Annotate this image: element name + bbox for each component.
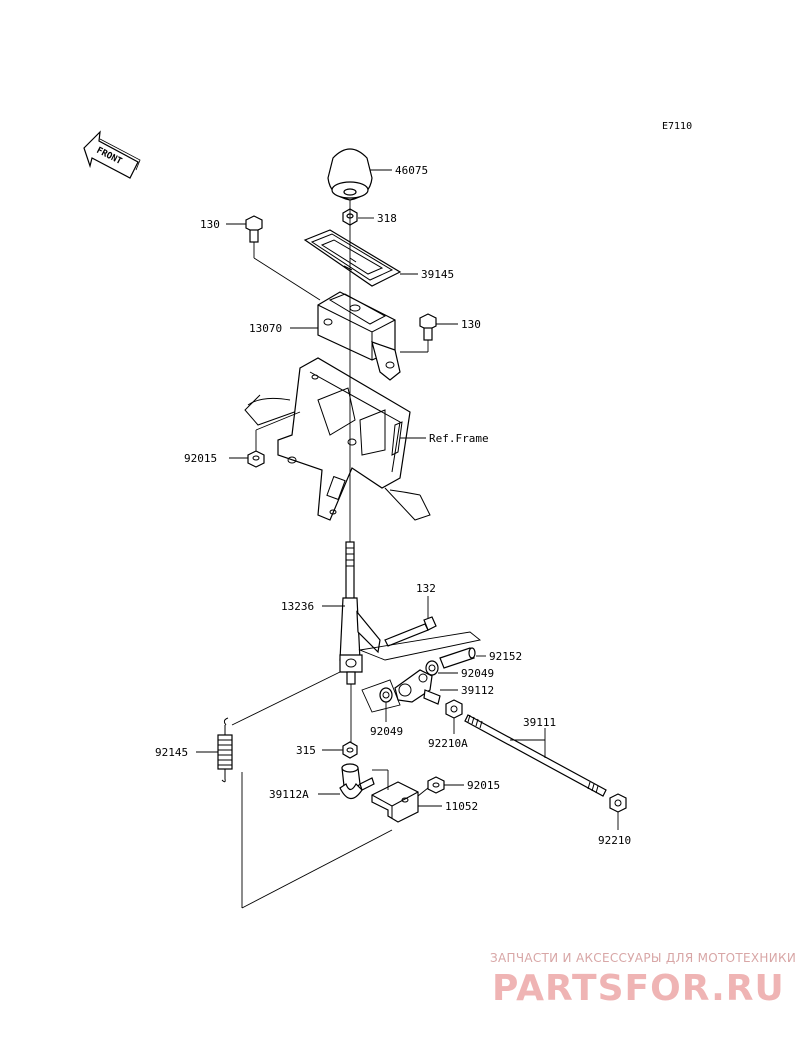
label-318: 318	[377, 212, 397, 225]
label-92210a: 92210A	[428, 737, 468, 750]
washer-92049-left-part	[379, 687, 393, 703]
label-92015-right: 92015	[467, 779, 500, 792]
bolt-130-left-part	[245, 215, 263, 243]
shift-gate-housing-part	[317, 291, 401, 381]
label-130-left: 130	[200, 218, 220, 231]
shift-lever-part	[339, 541, 381, 685]
label-132: 132	[416, 582, 436, 595]
label-92210: 92210	[598, 834, 631, 847]
label-13070: 13070	[249, 322, 282, 335]
label-39112a: 39112A	[269, 788, 309, 801]
nut-92015-right-part	[427, 776, 445, 794]
label-92145: 92145	[155, 746, 188, 759]
label-39112: 39112	[461, 684, 494, 697]
ball-joint-part	[339, 763, 375, 800]
label-315: 315	[296, 744, 316, 757]
watermark-logo: PARTSFOR.RU	[492, 968, 785, 1009]
shift-rod-part	[464, 714, 607, 797]
return-spring-part	[217, 717, 233, 783]
nut-315-part	[342, 684, 358, 759]
bolt-132-part	[384, 616, 437, 647]
label-13236: 13236	[281, 600, 314, 613]
frame-bracket-part	[244, 357, 431, 521]
nut-92210-part	[609, 793, 627, 813]
shift-boot-part	[303, 229, 402, 287]
label-39145: 39145	[421, 268, 454, 281]
label-39111: 39111	[523, 716, 556, 729]
label-46075: 46075	[395, 164, 428, 177]
label-92152: 92152	[489, 650, 522, 663]
shift-knob-part	[327, 148, 373, 201]
front-arrow-icon: FRONT	[83, 130, 141, 179]
watermark-tagline: ЗАПЧАСТИ И АКСЕССУАРЫ ДЛЯ МОТОТЕХНИКИ	[490, 951, 796, 965]
nut-92210a-part	[445, 699, 463, 719]
diagram-code: E7110	[662, 121, 692, 132]
washer-92049-right-part	[425, 660, 439, 676]
label-ref-frame: Ref.Frame	[429, 432, 489, 445]
label-11052: 11052	[445, 800, 478, 813]
label-92015-left: 92015	[184, 452, 217, 465]
label-92049-left: 92049	[370, 725, 403, 738]
bracket-11052-part	[371, 769, 419, 823]
label-92049-right: 92049	[461, 667, 494, 680]
bolt-130-right-part	[419, 313, 437, 341]
nut-92015-left-part	[247, 450, 265, 468]
pin-92152-part	[439, 647, 476, 669]
label-130-right: 130	[461, 318, 481, 331]
shift-arm-part	[394, 669, 441, 705]
